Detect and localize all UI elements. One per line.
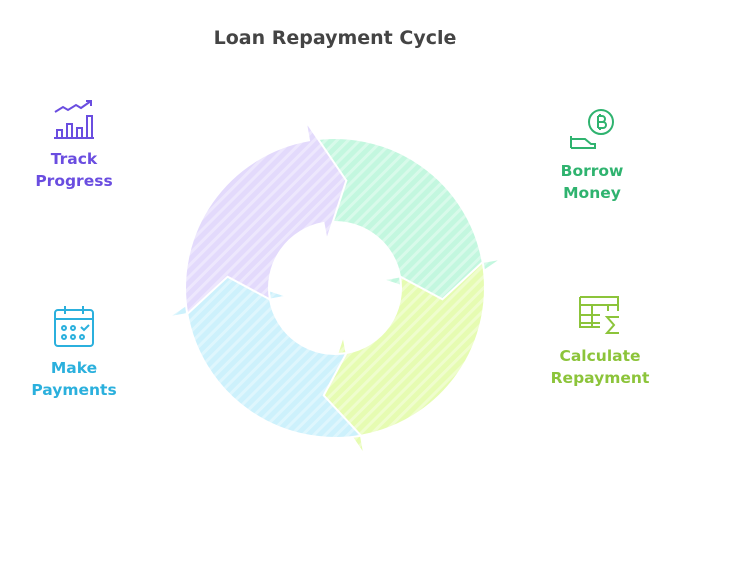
- hand-bitcoin-icon: [570, 109, 614, 149]
- step-label: Repayment: [550, 369, 650, 387]
- step-make-payments: Make Payments: [0, 303, 154, 401]
- chart-trend-icon: [54, 100, 94, 139]
- arrow-borrow-money-texture: [309, 138, 503, 300]
- calendar-check-icon: [54, 306, 94, 347]
- arrow-calculate-repayment-texture: [323, 262, 485, 456]
- step-label: Track: [50, 150, 98, 168]
- step-label: Payments: [31, 381, 117, 399]
- step-label: Progress: [35, 172, 113, 190]
- arrow-make-payments-texture: [167, 276, 361, 438]
- step-calculate-repayment: Calculate Repayment: [520, 293, 680, 389]
- step-label: Make: [50, 359, 98, 377]
- diagram-title: Loan Repayment Cycle: [213, 27, 457, 49]
- step-label: Borrow: [560, 162, 624, 180]
- arrow-track-progress-texture: [185, 120, 347, 314]
- step-track-progress: Track Progress: [0, 98, 154, 192]
- step-label: Money: [563, 184, 621, 202]
- step-label: Calculate: [559, 347, 641, 365]
- spreadsheet-sum-icon: [579, 296, 619, 334]
- step-borrow-money: Borrow Money: [512, 108, 672, 204]
